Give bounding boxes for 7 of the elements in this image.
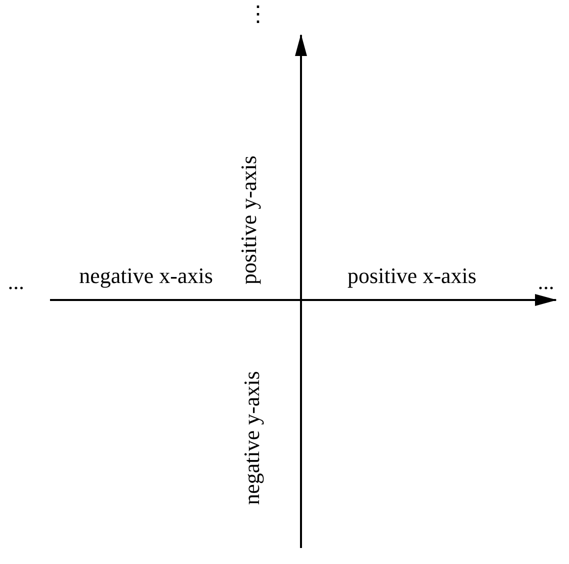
axis-label: negative x-axis	[79, 265, 213, 287]
ellipsis: ...	[8, 271, 24, 293]
axis-label: positive x-axis	[348, 265, 476, 287]
ellipsis: ...	[538, 271, 554, 293]
axis-label: negative y-axis	[241, 371, 263, 505]
axis-label: positive y-axis	[238, 156, 260, 284]
ellipsis: ⋮	[247, 3, 269, 25]
